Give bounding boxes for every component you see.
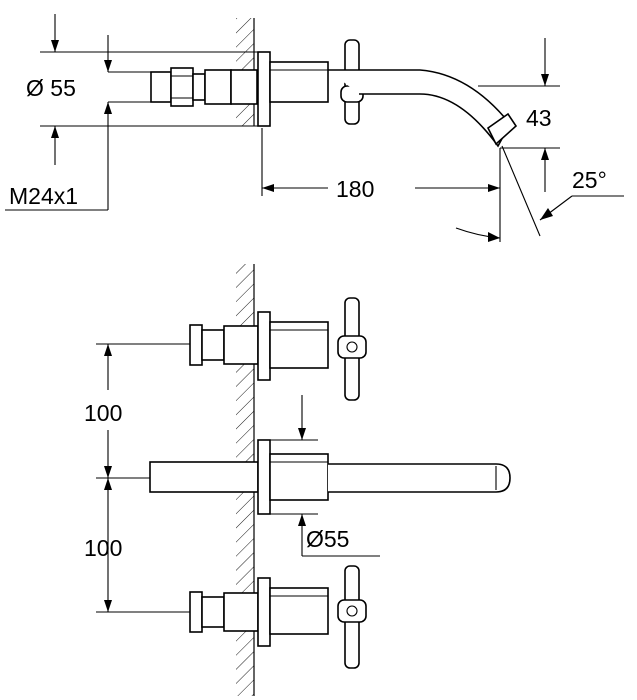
dim-diameter-front [270,395,380,557]
valve-body-top [150,67,258,107]
dim-diameter-top [40,14,258,165]
spout-body-top [269,61,329,103]
spacing-upper-label: 100 [84,400,122,426]
spacing-lower-label: 100 [84,535,122,561]
dim-length [261,128,501,242]
length-label: 180 [336,176,374,202]
front-view: 100 100 Ø55 [84,264,511,696]
dim-spacing [96,343,190,613]
thread-label: M24x1 [9,183,78,209]
rosette-top [257,51,271,127]
diameter-label-front: Ø55 [306,526,349,552]
dim-height [478,38,560,192]
height-label: 43 [526,105,552,131]
spout-front [149,439,511,515]
dim-thread [5,35,151,211]
diameter-label-top: Ø 55 [26,75,76,101]
upper-valve [189,297,367,401]
spout-outlet-top [328,69,518,148]
lower-valve [189,565,367,669]
dim-angle [455,145,624,242]
top-view: Ø 55 M24x1 180 [5,14,624,242]
angle-label: 25° [572,167,607,193]
